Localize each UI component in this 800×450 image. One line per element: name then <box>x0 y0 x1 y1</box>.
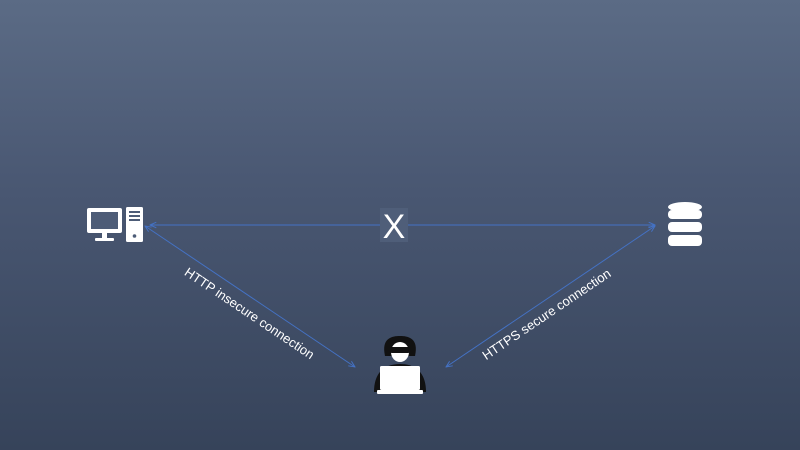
blocked-mark-background <box>380 208 408 242</box>
database-icon <box>668 202 702 246</box>
http-connection-label: HTTP insecure connection <box>182 264 317 362</box>
blocked-mark: X <box>383 208 406 246</box>
https-connection-label: HTTPS secure connection <box>479 266 613 363</box>
hacker-icon <box>374 336 426 394</box>
http-connection-line <box>145 226 355 367</box>
desktop-computer-icon <box>87 207 143 242</box>
https-connection-line <box>446 226 655 367</box>
